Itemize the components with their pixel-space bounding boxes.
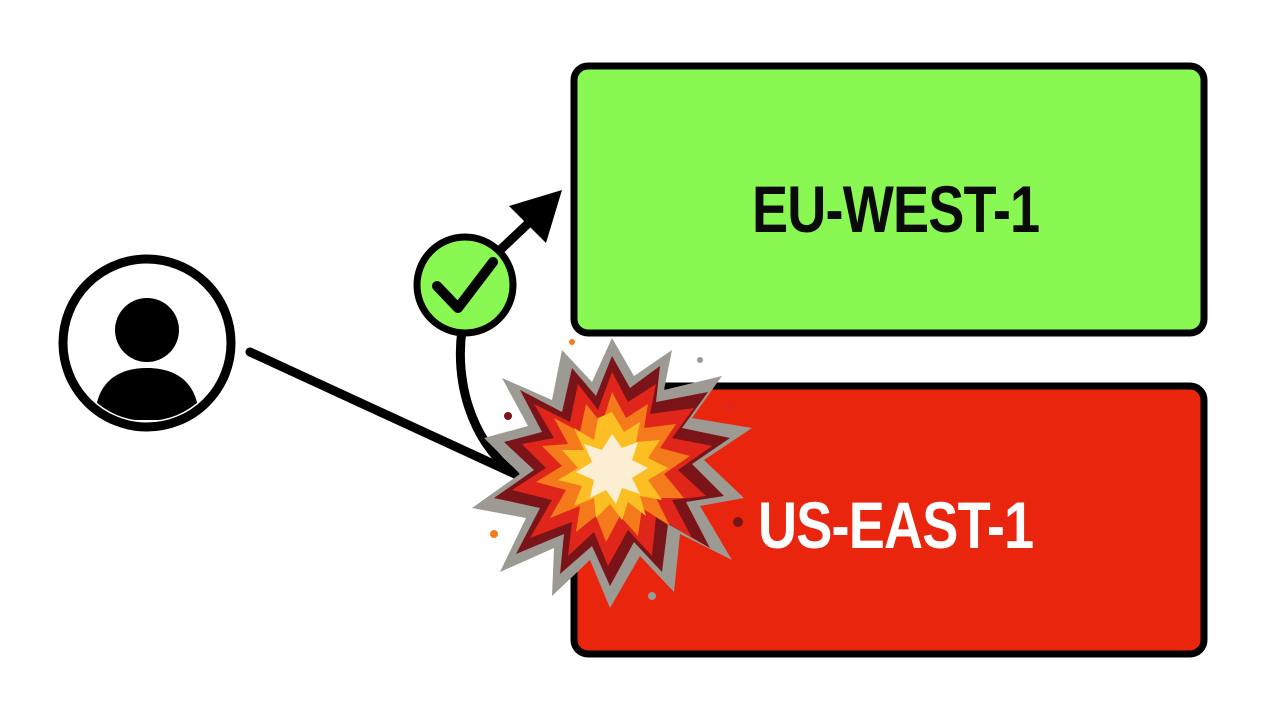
region-box-eu-west-1 bbox=[570, 62, 1208, 337]
failover-curve bbox=[455, 325, 520, 479]
checkmark-icon bbox=[413, 233, 517, 337]
user-avatar-icon bbox=[58, 254, 236, 432]
failover-arrowhead-icon bbox=[509, 190, 562, 243]
region-label-eu-west-1: EU-WEST-1 bbox=[752, 172, 1040, 246]
explosion-icon bbox=[472, 338, 752, 608]
region-label-us-east-1: US-EAST-1 bbox=[758, 488, 1034, 562]
request-line-to-us-east-1 bbox=[245, 347, 520, 479]
